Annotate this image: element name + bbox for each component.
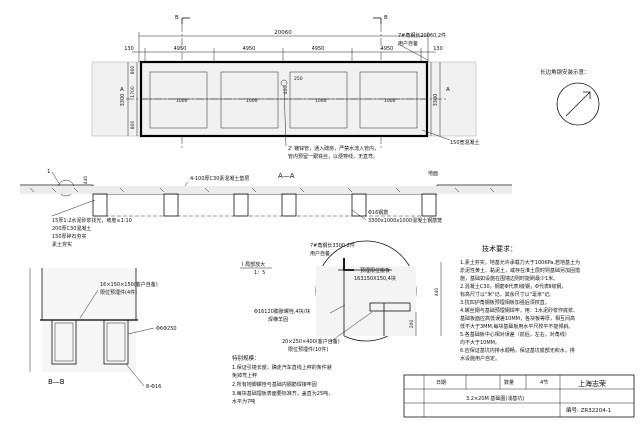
tech-line-3: 2.混凝土C30，钢筋Φ代表Ⅰ级钢，Φ代表Ⅱ级钢，	[460, 283, 566, 290]
special-line-2: 免掉弯上秤	[232, 372, 257, 379]
tech-line-2: 施，基础如设施在围墙边则时能刷最少1米。	[460, 275, 558, 282]
section-mark-b-right: B	[384, 15, 388, 21]
detail-angle-1: 7#角钢长3300,2件	[310, 242, 355, 249]
tech-line-4: 标高尺寸以"米"记，其余尺寸以"毫米"记。	[460, 291, 554, 298]
section-bb: 16×150×150(客户自备) 限位预埋件(4件) Φ6Φ250 B—B 8-…	[29, 268, 177, 390]
tech-line-6: 4.螺丝钢与基础预埋钢焊牢，用：1水泥砂浆作底浆、	[460, 307, 578, 314]
plate-note-4: 限位预埋件(10件)	[288, 346, 328, 353]
detail-dim-200: 200	[409, 320, 415, 329]
section-mark-a-left: A	[120, 87, 124, 93]
tb-date-label: 日期	[436, 380, 446, 386]
slab-note: 4-100厚C30素混凝土垫层	[190, 175, 249, 182]
layer-1: 15厚1:2水泥砂浆找光，坡度≤1:10	[52, 217, 132, 224]
angle-install-diagram: 长边角钢安装示意：	[540, 68, 600, 126]
tech-title: 技术要求：	[482, 244, 517, 253]
tb-drawing-name: 3.2×20M 基础图(浅基坑)	[466, 395, 524, 402]
dim-400: 400	[283, 86, 289, 95]
bolt-note-2: 焊横羊固	[268, 316, 288, 323]
section-aa-title: A—A	[278, 172, 295, 180]
plate-note-1: 16×150×150(客户自备)	[100, 281, 158, 288]
detail-dim-440: 440	[434, 288, 440, 297]
ground-label: 地面	[428, 170, 438, 177]
tb-qty: 数量	[504, 379, 514, 386]
pier-label: 3300x1000x1000混凝土钢筋笼	[368, 217, 442, 224]
conduit-note-1: 2' 镀锌管，通入磅房，严禁水流入管内，	[288, 145, 379, 152]
special-title: 特别规模：	[232, 354, 260, 362]
rebar-note-bb: 8-Φ16	[146, 384, 161, 390]
dim-1000: 1000	[176, 98, 188, 104]
special-line-5: 水平为7吨	[232, 398, 255, 405]
plan-view: 20060 130 4950 4950 4950 4950 130 7#角钢长2…	[91, 15, 480, 160]
bolt-note-1: Φ16120膨胀螺栓,4块/块	[254, 308, 310, 315]
dim-total: 20060	[274, 30, 292, 36]
special-line-3: 2.所有地脚螺栓与基础内钢筋焊接牢固	[232, 381, 317, 388]
dim-height-right: 3300	[433, 94, 439, 107]
section-bb-title: B—B	[48, 378, 65, 386]
angle-install-label: 长边角钢安装示意：	[540, 68, 590, 76]
tech-line-0: 1.素土夯实，地基允许承载力大于100KPa,若地基土为	[460, 259, 580, 266]
section-mark-b-left: B	[175, 15, 179, 21]
dim-seg-4: 4950	[381, 46, 394, 52]
dim-edge-right: 130	[433, 46, 443, 52]
section-aa: A—A 1 4-100厚C30素混凝土垫层 地面 440 Φ16钢筋	[20, 169, 512, 248]
dim-edge-left: 130	[124, 46, 134, 52]
detail-title: I 局部放大	[242, 261, 265, 268]
special-notes: 特别规模： 1.保证引镜长度，确走汽车直线上秤的条件避 免掉弯上秤 2.所有地脚…	[232, 354, 333, 405]
dim-seg-3: 4950	[312, 46, 325, 52]
dim-250: 250	[294, 76, 303, 82]
dim-1000b: 1000	[246, 98, 258, 104]
special-line-1: 1.保证引镜长度，确走汽车直线上秤的条件避	[232, 364, 332, 371]
tech-line-1: 淤泥性黄土、黏泥土，或存在淮土层时则基础另加固措	[460, 267, 580, 274]
section-mark-a-right: A	[446, 87, 450, 93]
dim-seg-2: 4950	[243, 46, 256, 52]
layer-4: 素土夯实	[52, 241, 72, 248]
tech-line-10: 均不大于10MM。	[460, 339, 500, 346]
plate-note-2: 限位预埋件(4件)	[100, 289, 137, 296]
detail-angle-2: 用户自备	[310, 250, 330, 257]
dim-height-left: 3300	[120, 94, 126, 107]
embed-note-2: 163150X150,4块	[354, 275, 396, 282]
dim-1000c: 1000	[315, 98, 327, 104]
tech-line-7: 基础板面应高低误差10MM，各块板等厚，相互间高	[460, 315, 575, 322]
dim-seg-1: 4950	[174, 46, 187, 52]
detail-scale: 1：5	[254, 270, 265, 276]
plate-note-3: 20×250×400(客户自备)	[282, 338, 340, 345]
tech-line-9: 5.各基础板中心相对误差（前后，左右，对角线）	[460, 331, 570, 338]
rebar-label: Φ16钢筋	[368, 209, 388, 216]
dim-800: 800	[130, 66, 136, 75]
detail-marker-1: 1	[47, 169, 51, 175]
pipe-note: Φ6Φ250	[156, 326, 177, 332]
dim-440-aa: 440	[83, 176, 89, 185]
dim-height-mid: 1700	[130, 86, 136, 98]
layer-3: 150厚碎石夯实	[52, 233, 87, 240]
detail-i: I 局部放大 1：5 7#角钢长3300,2件 用户自备 预埋限位搬板 1631…	[240, 240, 442, 353]
tech-line-8: 低不大于3MM,每块基础板用水平尺校平不能倾斜。	[460, 323, 573, 330]
tech-line-11: 6.应保证基坑内排水顺畅，保证基坑底部无积水，排	[460, 347, 575, 354]
tb-number: 编号: ZR32204-1	[566, 406, 611, 414]
angle-note2: 用户自备	[398, 40, 418, 47]
tech-line-12: 水设施用户自定。	[460, 355, 500, 362]
tech-requirements: 技术要求： 1.素土夯实，地基允许承载力大于100KPa,若地基土为 淤泥性黄土…	[460, 244, 580, 362]
layer-2: 200厚C30混凝土	[52, 225, 91, 232]
embed-note-1: 预埋限位搬板	[360, 267, 390, 274]
special-line-4: 3.每块基础埋板表面要标准齐，盖直为25吨，	[232, 390, 333, 397]
tb-sheet: 4节	[540, 380, 548, 386]
angle-note: 7#角钢长20060,2件	[398, 32, 446, 39]
dim-800b: 800	[130, 121, 136, 130]
concrete-width-note: 150宽混凝土	[450, 139, 480, 146]
title-block: 日期 数量 4节 3.2×20M 基础图(浅基坑) 上海志荣 编号: ZR322…	[403, 374, 635, 418]
tb-company: 上海志荣	[578, 379, 606, 388]
dim-1000d: 1000	[384, 98, 396, 104]
tech-line-5: 3.抗凹护角钢板预埋相板加强后须校直。	[460, 299, 550, 306]
conduit-note-2: 管内预留一跟铁丝，以便穿线，无直弯。	[288, 153, 378, 160]
